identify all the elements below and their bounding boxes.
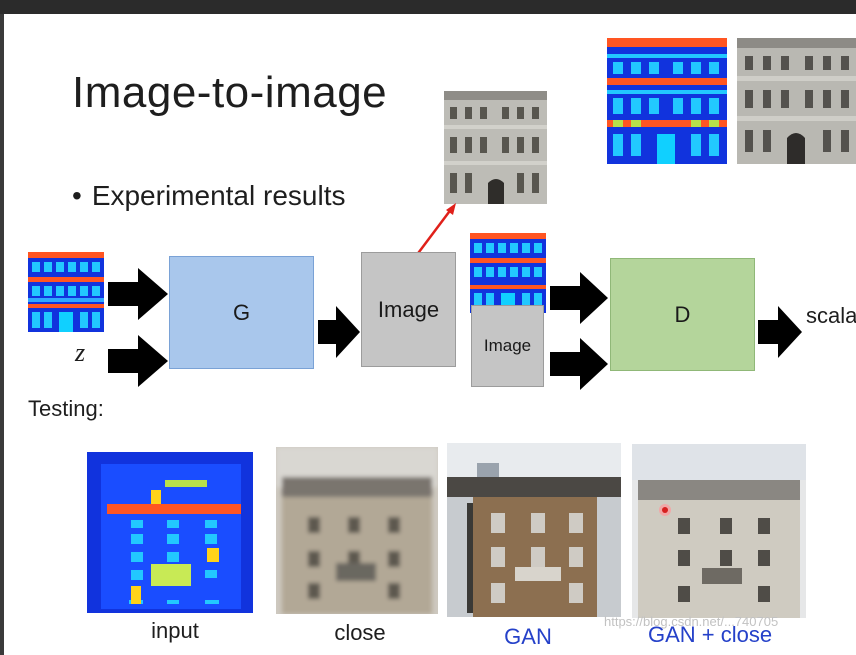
arrow-right-icon <box>108 268 168 320</box>
arrow-right-icon <box>318 306 360 358</box>
test-gan-close-result-photo <box>632 444 806 618</box>
image-box: Image <box>361 252 456 367</box>
image-label-small: Image <box>483 336 532 355</box>
image-label: Image <box>377 296 440 322</box>
watermark-url: https://blog.csdn.net/...740705 <box>604 614 779 629</box>
output-scalar-label: scala <box>806 303 856 328</box>
d-input-facade-label-map <box>470 233 546 313</box>
arrow-right-icon <box>758 306 802 358</box>
generator-box: G <box>169 256 314 369</box>
test-input-label-map <box>87 452 253 613</box>
slide-title: Image-to-image <box>72 68 388 117</box>
bullet-item: • Experimental results <box>72 180 345 212</box>
generator-label: G <box>232 299 251 325</box>
discriminator-box: D <box>610 258 755 371</box>
bullet-dot-icon: • <box>72 180 82 211</box>
image-box-small: Image <box>471 305 544 387</box>
bullet-text: Experimental results <box>91 180 346 211</box>
arrow-right-icon <box>108 335 168 387</box>
test-close-result-photo <box>276 447 438 614</box>
arrow-right-icon <box>550 272 608 324</box>
example-facade-photo <box>737 38 856 164</box>
test-gan-result-photo <box>447 443 621 617</box>
noise-z-label: z <box>75 338 86 367</box>
caption-gan-close-text: GAN + close <box>648 622 773 647</box>
testing-heading: Testing: <box>28 396 104 421</box>
caption-gan: GAN <box>504 624 552 649</box>
caption-gan-close: GAN + close <box>648 622 798 648</box>
example-facade-label-map <box>607 38 727 164</box>
caption-close: close <box>334 620 386 645</box>
slide-left-border <box>0 14 4 655</box>
caption-input: input <box>151 618 199 643</box>
input-facade-label-map <box>28 252 104 332</box>
arrow-right-icon <box>550 338 608 390</box>
discriminator-label: D <box>674 301 691 327</box>
generated-facade-photo <box>444 91 547 204</box>
